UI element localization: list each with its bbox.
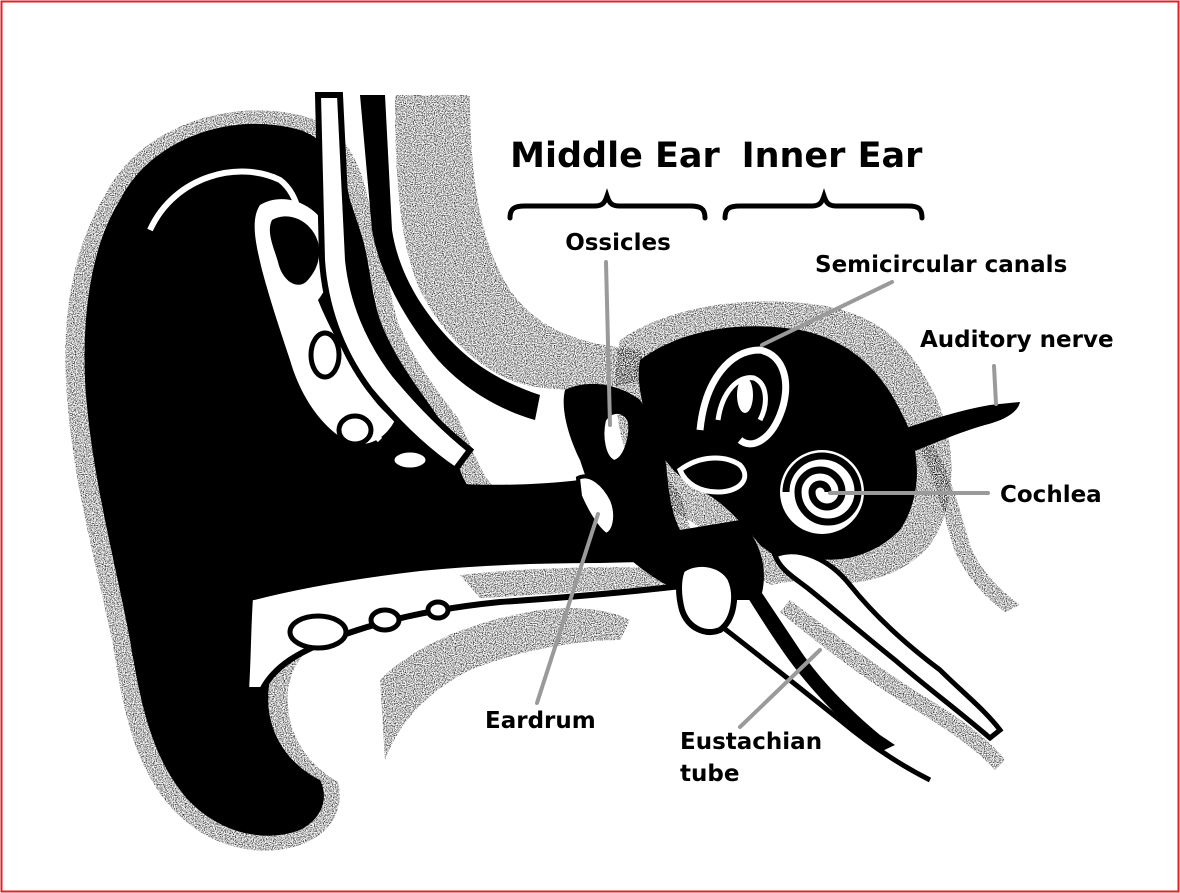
floor-spot-3 xyxy=(428,602,448,618)
concha-spot-1 xyxy=(311,333,339,377)
eardrum-label: Eardrum xyxy=(485,708,596,734)
semicircular-canals-label: Semicircular canals xyxy=(815,252,1067,278)
concha-spot-2 xyxy=(339,416,371,444)
eustachian-tube-leader xyxy=(740,650,820,727)
cochlea-label: Cochlea xyxy=(1000,482,1102,508)
auditory-nerve-leader xyxy=(994,366,996,404)
eustachian-tube-label-line2: tube xyxy=(680,761,739,787)
middle-ear-heading: Middle Ear xyxy=(510,136,720,176)
auditory-nerve-label: Auditory nerve xyxy=(920,327,1114,353)
floor-spot-2 xyxy=(371,610,399,630)
temporal-bone-spot xyxy=(679,564,734,632)
floor-spot-1 xyxy=(290,616,346,648)
eustachian-wall-upper xyxy=(775,552,1000,738)
eustachian-tube-label-line1: Eustachian xyxy=(680,729,822,755)
lower-lobe xyxy=(380,608,630,760)
ossicles-label: Ossicles xyxy=(565,230,671,256)
middle-ear-bracket xyxy=(510,196,705,218)
inner-ear-bracket xyxy=(725,196,922,218)
inner-ear-heading: Inner Ear xyxy=(742,136,924,176)
concha-spot-3 xyxy=(392,450,428,470)
